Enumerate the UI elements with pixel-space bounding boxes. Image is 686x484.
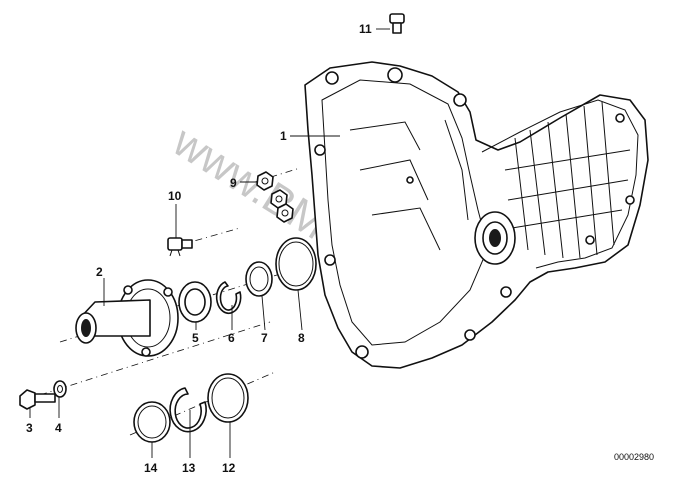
callout-5: 5 — [192, 331, 199, 345]
callout-labels: 1 2 3 4 5 6 7 8 9 10 11 12 13 14 — [26, 22, 372, 475]
callout-1: 1 — [280, 129, 287, 143]
o-ring-8 — [275, 237, 317, 291]
callout-6: 6 — [228, 331, 235, 345]
vent-plug — [389, 13, 405, 34]
shim-7 — [245, 261, 273, 297]
callout-14: 14 — [144, 461, 158, 475]
cap-14 — [133, 401, 171, 443]
guide-sleeve — [75, 279, 179, 357]
ring-12 — [207, 373, 249, 423]
snap-ring-13 — [169, 387, 207, 433]
washer-4 — [53, 380, 67, 398]
callout-11: 11 — [359, 22, 372, 36]
seal-ring-5 — [178, 281, 212, 323]
callout-7: 7 — [261, 331, 268, 345]
callout-12: 12 — [222, 461, 236, 475]
reference-code: 00002980 — [614, 452, 654, 462]
callout-13: 13 — [182, 461, 196, 475]
callout-8: 8 — [298, 331, 305, 345]
callout-4: 4 — [55, 421, 62, 435]
switch-10 — [167, 237, 193, 257]
circlip-6 — [215, 281, 242, 315]
leader-lines — [29, 28, 390, 458]
callout-10: 10 — [168, 189, 182, 203]
bolt-3 — [19, 389, 56, 410]
callout-3: 3 — [26, 421, 33, 435]
transmission-housing — [304, 61, 649, 369]
nut-group — [256, 171, 294, 223]
callout-9: 9 — [230, 176, 237, 190]
callout-2: 2 — [96, 265, 103, 279]
housing-ribs — [504, 101, 631, 259]
